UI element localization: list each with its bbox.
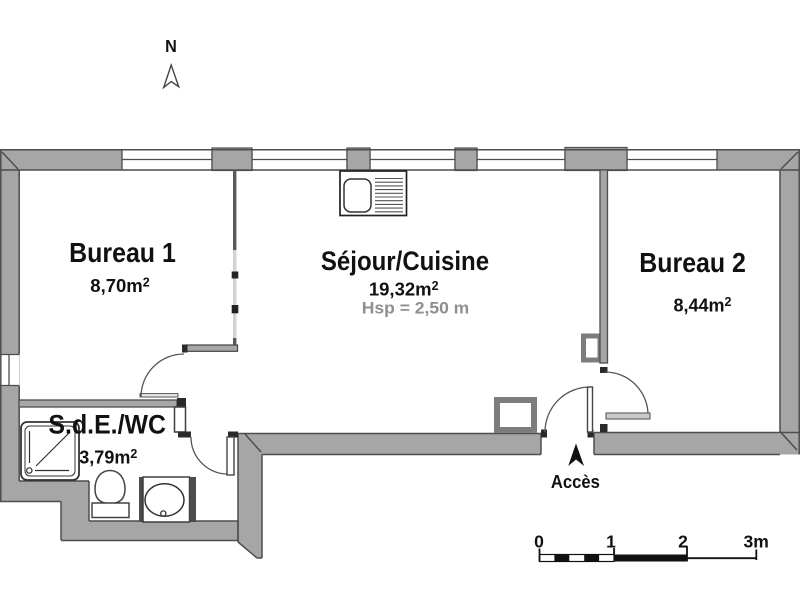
svg-text:3m: 3m — [744, 532, 769, 552]
svg-text:19,32m2: 19,32m2 — [369, 279, 439, 300]
svg-text:Hsp = 2,50 m: Hsp = 2,50 m — [362, 299, 469, 317]
svg-text:8,44m2: 8,44m2 — [674, 295, 732, 316]
svg-text:Bureau 2: Bureau 2 — [639, 247, 746, 279]
svg-text:2: 2 — [678, 532, 688, 552]
svg-text:Séjour/Cuisine: Séjour/Cuisine — [321, 247, 489, 277]
svg-text:0: 0 — [534, 532, 544, 552]
svg-text:Bureau 1: Bureau 1 — [69, 237, 176, 269]
svg-text:N: N — [165, 36, 177, 56]
svg-text:8,70m2: 8,70m2 — [90, 275, 149, 296]
svg-text:S.d.E./WC: S.d.E./WC — [48, 411, 166, 440]
svg-text:1: 1 — [606, 532, 616, 552]
svg-text:3,79m2: 3,79m2 — [79, 447, 137, 468]
svg-text:Accès: Accès — [551, 471, 600, 492]
